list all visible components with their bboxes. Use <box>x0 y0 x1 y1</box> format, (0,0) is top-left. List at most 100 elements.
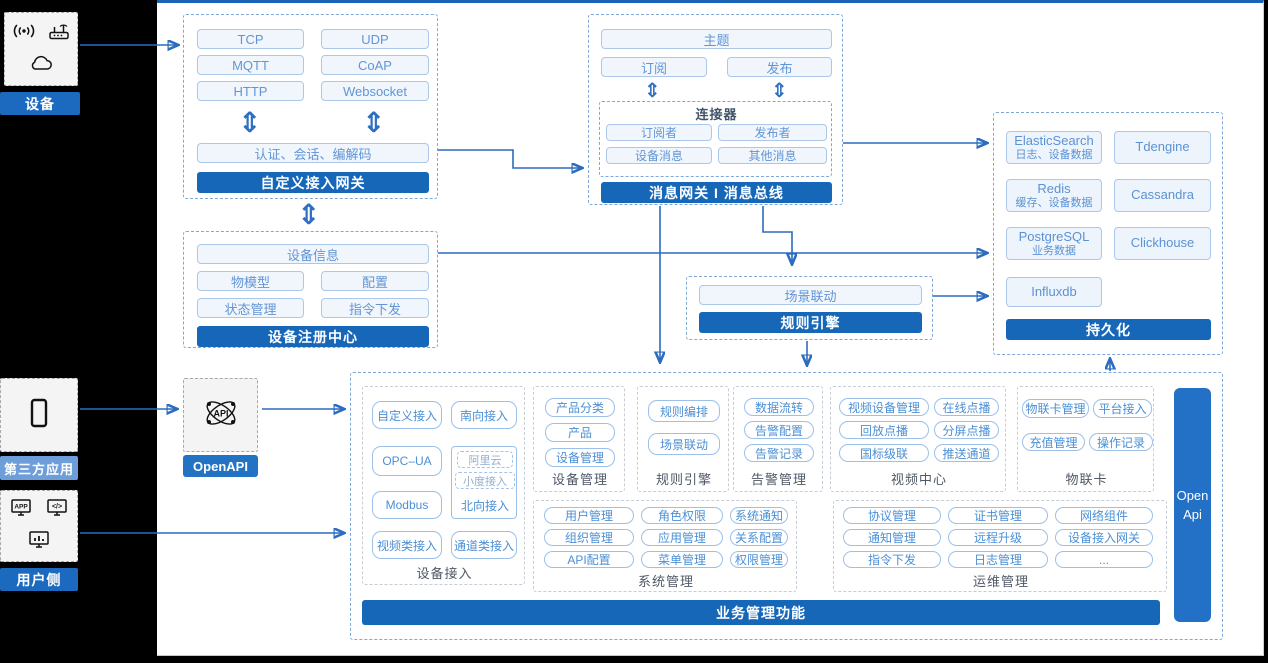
more-ellipsis-pill: ... <box>1055 551 1153 568</box>
custom-gateway-box: TCP UDP MQTT CoAP HTTP Websocket ⇕ ⇕ 认证、… <box>183 14 438 199</box>
video-device-mgmt-pill: 视频设备管理 <box>839 398 929 416</box>
message-bus-title-bar: 消息网关 I 消息总线 <box>601 182 832 203</box>
alarm-record-pill: 告警记录 <box>744 444 814 462</box>
protocol-pill-http: HTTP <box>197 81 304 101</box>
command-dispatch-pill: 指令下发 <box>321 298 429 318</box>
code-window-icon: </> <box>46 498 68 522</box>
product-pill: 产品 <box>545 423 615 442</box>
menu-mgmt-pill: 菜单管理 <box>641 551 723 568</box>
subscriber-pill: 订阅者 <box>606 124 712 141</box>
svg-text:API: API <box>213 408 228 418</box>
auth-session-codec-pill: 认证、会话、编解码 <box>197 143 429 163</box>
southbound-access-pill: 南向接入 <box>451 401 517 429</box>
remote-upgrade-pill: 远程升级 <box>948 529 1048 546</box>
business-title-bar: 业务管理功能 <box>362 600 1160 625</box>
protocol-pill-websocket: Websocket <box>321 81 429 101</box>
double-arrow-icon: ⇕ <box>644 80 661 102</box>
permission-mgmt-pill: 权限管理 <box>730 551 788 568</box>
rule-engine-title-bar: 规则引擎 <box>699 312 922 333</box>
store-clickhouse: Clickhouse <box>1114 227 1211 260</box>
cert-mgmt-pill: 证书管理 <box>948 507 1048 524</box>
platform-access-pill: 平台接入 <box>1093 399 1152 418</box>
org-mgmt-pill: 组织管理 <box>544 529 634 546</box>
xiaodu-access-pill: 小度接入 <box>455 472 515 489</box>
store-redis: Redis 缓存、设备数据 <box>1006 179 1102 212</box>
channel-access-pill: 通道类接入 <box>451 531 517 559</box>
store-elasticsearch: ElasticSearch 日志、设备数据 <box>1006 131 1102 164</box>
system-mgmt-label: 系统管理 <box>637 573 694 589</box>
double-arrow-icon: ⇕ <box>771 80 788 102</box>
device-registry-title-bar: 设备注册中心 <box>197 326 429 347</box>
ops-mgmt-label: 运维管理 <box>972 573 1029 589</box>
store-cassandra: Cassandra <box>1114 179 1211 212</box>
split-screen-pill: 分屏点播 <box>934 421 999 439</box>
subscribe-pill: 订阅 <box>601 57 707 77</box>
store-influxdb: Influxdb <box>1006 277 1102 307</box>
persistence-title-bar: 持久化 <box>1006 319 1211 340</box>
message-bus-box: 主题 订阅 发布 ⇕ ⇕ 连接器 订阅者 发布者 设备消息 其他消息 消息网关 … <box>588 14 843 205</box>
open-api-vertical-bar: Open Api <box>1174 388 1211 622</box>
iot-card-section: 物联卡管理 平台接入 充值管理 操作记录 物联卡 <box>1017 386 1154 492</box>
opc-ua-pill: OPC–UA <box>372 446 442 476</box>
aliyun-pill: 阿里云 <box>457 451 513 468</box>
protocol-pill-udp: UDP <box>321 29 429 49</box>
alarm-mgmt-label: 告警管理 <box>750 471 807 487</box>
rule-engine-section: 规则编排 场景联动 规则引擎 <box>637 386 729 492</box>
app-window-icon: APP <box>10 498 32 522</box>
device-registry-box: 设备信息 物模型 配置 状态管理 指令下发 设备注册中心 <box>183 231 438 348</box>
gb-cascade-pill: 国标级联 <box>839 444 929 462</box>
persistence-box: ElasticSearch 日志、设备数据 Tdengine Redis 缓存、… <box>993 112 1223 355</box>
device-message-pill: 设备消息 <box>606 147 712 164</box>
iot-card-label: 物联卡 <box>1065 471 1108 487</box>
publish-pill: 发布 <box>727 57 832 77</box>
store-tdengine: Tdengine <box>1114 131 1211 164</box>
config-pill: 配置 <box>321 271 429 291</box>
connector-box: 连接器 订阅者 发布者 设备消息 其他消息 <box>599 101 832 177</box>
openapi-label: OpenAPI <box>183 455 258 477</box>
command-dispatch-ops-pill: 指令下发 <box>843 551 941 568</box>
third-party-rail-label: 第三方应用 <box>0 456 78 480</box>
data-flow-pill: 数据流转 <box>744 398 814 416</box>
smartphone-icon <box>28 397 50 434</box>
push-channel-pill: 推送通道 <box>934 444 999 462</box>
double-arrow-icon: ⇕ <box>238 107 262 138</box>
connector-title: 连接器 <box>695 106 738 122</box>
product-category-pill: 产品分类 <box>545 398 615 417</box>
signal-icon <box>11 21 37 46</box>
svg-text:</>: </> <box>52 504 62 511</box>
router-icon <box>47 21 71 46</box>
device-mgmt-section: 产品分类 产品 设备管理 设备管理 <box>533 386 625 492</box>
protocol-pill-coap: CoAP <box>321 55 429 75</box>
northbound-access-label: 北向接入 <box>460 498 509 513</box>
user-mgmt-pill: 用户管理 <box>544 507 634 524</box>
api-atom-icon: API <box>199 392 243 439</box>
video-center-label: 视频中心 <box>890 471 947 487</box>
role-permission-pill: 角色权限 <box>641 507 723 524</box>
chart-window-icon <box>28 530 50 554</box>
user-side-rail-label: 用户侧 <box>0 568 78 591</box>
rule-engine-label: 规则引擎 <box>655 471 712 487</box>
openapi-box: API <box>183 378 258 452</box>
protocol-mgmt-pill: 协议管理 <box>843 507 941 524</box>
other-message-pill: 其他消息 <box>718 147 827 164</box>
iot-card-mgmt-pill: 物联卡管理 <box>1022 399 1089 418</box>
playback-pill: 回放点播 <box>839 421 929 439</box>
api-config-pill: API配置 <box>544 551 634 568</box>
system-notice-pill: 系统通知 <box>730 507 788 524</box>
cloud-icon <box>27 54 55 77</box>
device-access-section: 自定义接入 南向接入 OPC–UA 阿里云 小度接入 北向接入 Modbus 视… <box>362 386 525 585</box>
double-arrow-icon: ⇕ <box>362 107 386 138</box>
device-access-gateway-pill: 设备接入网关 <box>1055 529 1153 546</box>
network-component-pill: 网络组件 <box>1055 507 1153 524</box>
scene-linkage-pill: 场景联动 <box>699 285 922 305</box>
notice-mgmt-pill: 通知管理 <box>843 529 941 546</box>
publisher-pill: 发布者 <box>718 124 827 141</box>
northbound-access-group: 阿里云 小度接入 北向接入 <box>451 446 517 519</box>
device-mgmt-pill: 设备管理 <box>545 448 615 467</box>
third-party-source-box <box>0 378 78 452</box>
user-side-source-box: APP </> <box>0 490 78 562</box>
topic-pill: 主题 <box>601 29 832 49</box>
video-access-pill: 视频类接入 <box>372 531 442 559</box>
log-mgmt-pill: 日志管理 <box>948 551 1048 568</box>
